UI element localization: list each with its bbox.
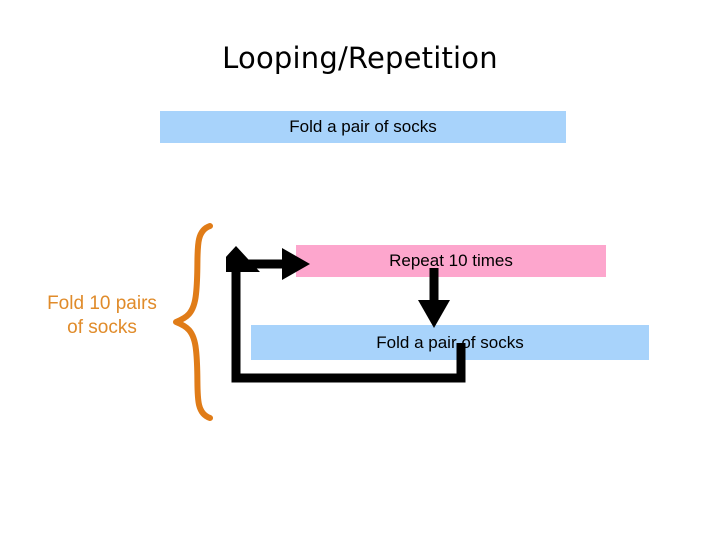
loop-summary-label: Fold 10 pairs of socks xyxy=(12,292,192,340)
block-label: Fold a pair of socks xyxy=(376,332,524,352)
block-label: Repeat 10 times xyxy=(389,251,513,270)
loop-summary-line1: Fold 10 pairs xyxy=(47,293,157,314)
down-arrow-icon xyxy=(418,268,450,328)
block-repeat-10-times: Repeat 10 times xyxy=(296,245,606,277)
block-label: Fold a pair of socks xyxy=(289,117,437,136)
loop-summary-line2: of socks xyxy=(67,317,137,338)
block-fold-a-pair-inner: Fold a pair of socks xyxy=(251,325,649,360)
page-title: Looping/Repetition xyxy=(222,41,498,75)
block-fold-a-pair-top: Fold a pair of socks xyxy=(160,111,566,143)
curly-brace-icon xyxy=(173,223,213,421)
loop-back-arrow-icon xyxy=(226,246,466,383)
